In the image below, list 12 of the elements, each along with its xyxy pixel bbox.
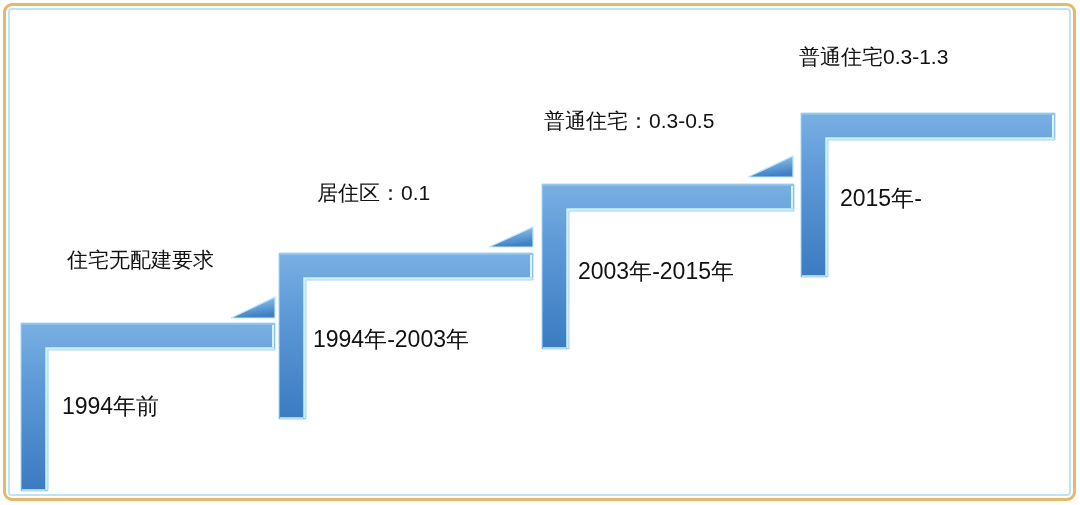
step-caption: 普通住宅：0.3-0.5 [544,108,715,133]
step-caption: 住宅无配建要求 [67,247,214,272]
year-label: 1994年-2003年 [313,325,469,353]
year-label: 2015年- [840,184,922,212]
year-label: 1994年前 [62,392,160,420]
step-shape [541,183,795,350]
step-caption: 居住区：0.1 [317,180,431,205]
step-caption: 普通住宅0.3-1.3 [799,44,949,69]
step-shape [800,112,1056,278]
year-label: 2003年-2015年 [578,257,734,285]
step-shape [20,322,276,492]
step-shape [278,252,534,420]
